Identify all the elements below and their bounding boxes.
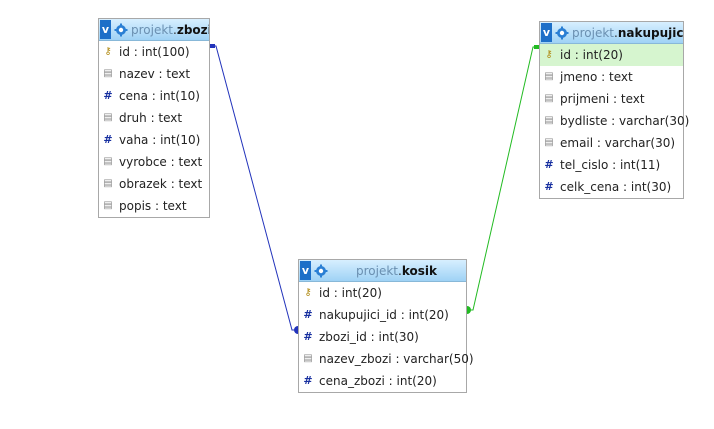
table-nakupujici[interactable]: v projekt.nakupujici ⚷ id : int(20) ▤ jmen… [539, 21, 689, 199]
column-label: tel_cislo : int(11) [560, 158, 661, 172]
key-icon: ⚷ [545, 49, 553, 60]
relation-end-marker-nakupujici [467, 306, 471, 314]
text-column-icon: ▤ [544, 71, 554, 82]
gear-icon[interactable] [114, 23, 128, 37]
column-label: nazev : text [119, 67, 191, 81]
column-label: vaha : int(10) [119, 133, 201, 147]
table-header[interactable]: v projekt.zbozi [99, 19, 209, 41]
relation-nakupujici-kosik[interactable] [467, 45, 539, 314]
text-column-icon: ▤ [103, 112, 113, 123]
column-row[interactable]: # zbozi_id : int(30) [299, 326, 466, 348]
database-name: projekt [356, 263, 399, 278]
gear-icon[interactable] [555, 26, 569, 40]
column-row[interactable]: # celk_cena : int(30) [540, 176, 683, 198]
column-label: email : varchar(30) [560, 136, 676, 150]
column-row[interactable]: # vaha : int(10) [99, 129, 209, 151]
table-header[interactable]: v projekt.nakupujici [540, 22, 683, 44]
database-name: projekt [572, 25, 614, 40]
column-label: druh : text [119, 111, 183, 125]
column-row[interactable]: ▤ prijmeni : text [540, 88, 683, 110]
column-list: ⚷ id : int(100) ▤ nazev : text # cena : int… [99, 41, 209, 217]
column-label: nazev_zbozi : varchar(50) [319, 352, 474, 366]
column-row[interactable]: ▤ bydliste : varchar(30) [540, 110, 689, 132]
toggle-icon[interactable]: v [541, 23, 552, 42]
column-label: cena : int(10) [119, 89, 200, 103]
numeric-column-icon: # [103, 89, 113, 102]
column-row[interactable]: # cena : int(10) [99, 85, 209, 107]
relation-line-zbozi [210, 45, 298, 331]
column-row[interactable]: ▤ nazev_zbozi : varchar(50) [299, 348, 473, 370]
column-label: id : int(20) [560, 48, 623, 62]
relation-zbozi-kosik[interactable] [210, 44, 298, 334]
table-name: zbozi [176, 22, 209, 37]
table-zbozi[interactable]: v projekt.zbozi ⚷ id : int(100) ▤ nazev : … [98, 18, 210, 218]
key-icon: ⚷ [304, 287, 312, 298]
toggle-icon[interactable]: v [300, 261, 311, 280]
column-row[interactable]: ▤ jmeno : text [540, 66, 683, 88]
table-name: kosik [401, 263, 437, 278]
numeric-column-icon: # [303, 330, 313, 343]
text-column-icon: ▤ [103, 200, 113, 211]
text-column-icon: ▤ [103, 156, 113, 167]
table-title: projekt.kosik [356, 263, 437, 278]
numeric-column-icon: # [544, 180, 554, 193]
text-column-icon: ▤ [544, 93, 554, 104]
database-name: projekt [131, 22, 173, 37]
column-row[interactable]: ⚷ id : int(20) [299, 282, 466, 304]
column-row[interactable]: ▤ obrazek : text [99, 173, 209, 195]
column-row[interactable]: ▤ druh : text [99, 107, 209, 129]
numeric-column-icon: # [544, 158, 554, 171]
column-label: cena_zbozi : int(20) [319, 374, 437, 388]
column-row[interactable]: ▤ nazev : text [99, 63, 209, 85]
table-name: nakupujici [617, 25, 683, 40]
numeric-column-icon: # [303, 308, 313, 321]
column-row[interactable]: ▤ email : varchar(30) [540, 132, 683, 154]
column-label: vyrobce : text [119, 155, 203, 169]
toggle-icon[interactable]: v [100, 20, 111, 39]
column-label: zbozi_id : int(30) [319, 330, 419, 344]
column-row[interactable]: ⚷ id : int(100) [99, 41, 209, 63]
column-label: celk_cena : int(30) [560, 180, 672, 194]
column-label: popis : text [119, 199, 187, 213]
column-label: id : int(100) [119, 45, 190, 59]
key-icon: ⚷ [104, 46, 112, 57]
column-list: ⚷ id : int(20) ▤ jmeno : text ▤ prijmeni : … [540, 44, 689, 198]
text-column-icon: ▤ [544, 115, 554, 126]
column-row[interactable]: # nakupujici_id : int(20) [299, 304, 466, 326]
relation-start-marker-zbozi [210, 44, 215, 48]
column-label: jmeno : text [560, 70, 633, 84]
table-kosik[interactable]: v projekt.kosik ⚷ id : int(20) # nakupujic… [298, 259, 474, 393]
table-title: projekt.zbozi [131, 23, 209, 37]
text-column-icon: ▤ [303, 353, 313, 364]
numeric-column-icon: # [303, 374, 313, 387]
column-label: bydliste : varchar(30) [560, 114, 690, 128]
relation-line-nakupujici [467, 46, 539, 311]
column-row[interactable]: # cena_zbozi : int(20) [299, 370, 466, 392]
text-column-icon: ▤ [544, 137, 554, 148]
column-row[interactable]: ▤ vyrobce : text [99, 151, 209, 173]
numeric-column-icon: # [103, 133, 113, 146]
table-header[interactable]: v projekt.kosik [299, 260, 466, 282]
relation-end-marker-zbozi [294, 326, 298, 334]
column-label: obrazek : text [119, 177, 203, 191]
column-label: prijmeni : text [560, 92, 645, 106]
relation-start-marker-nakupujici [534, 45, 539, 49]
text-column-icon: ▤ [103, 68, 113, 79]
table-title: projekt.nakupujici [572, 26, 683, 40]
text-column-icon: ▤ [103, 178, 113, 189]
gear-icon[interactable] [314, 264, 328, 278]
column-label: id : int(20) [319, 286, 382, 300]
column-row[interactable]: # tel_cislo : int(11) [540, 154, 683, 176]
column-list: ⚷ id : int(20) # nakupujici_id : int(20) #… [299, 282, 473, 392]
column-label: nakupujici_id : int(20) [319, 308, 449, 322]
column-row[interactable]: ▤ popis : text [99, 195, 209, 217]
column-row[interactable]: ⚷ id : int(20) [540, 44, 683, 66]
